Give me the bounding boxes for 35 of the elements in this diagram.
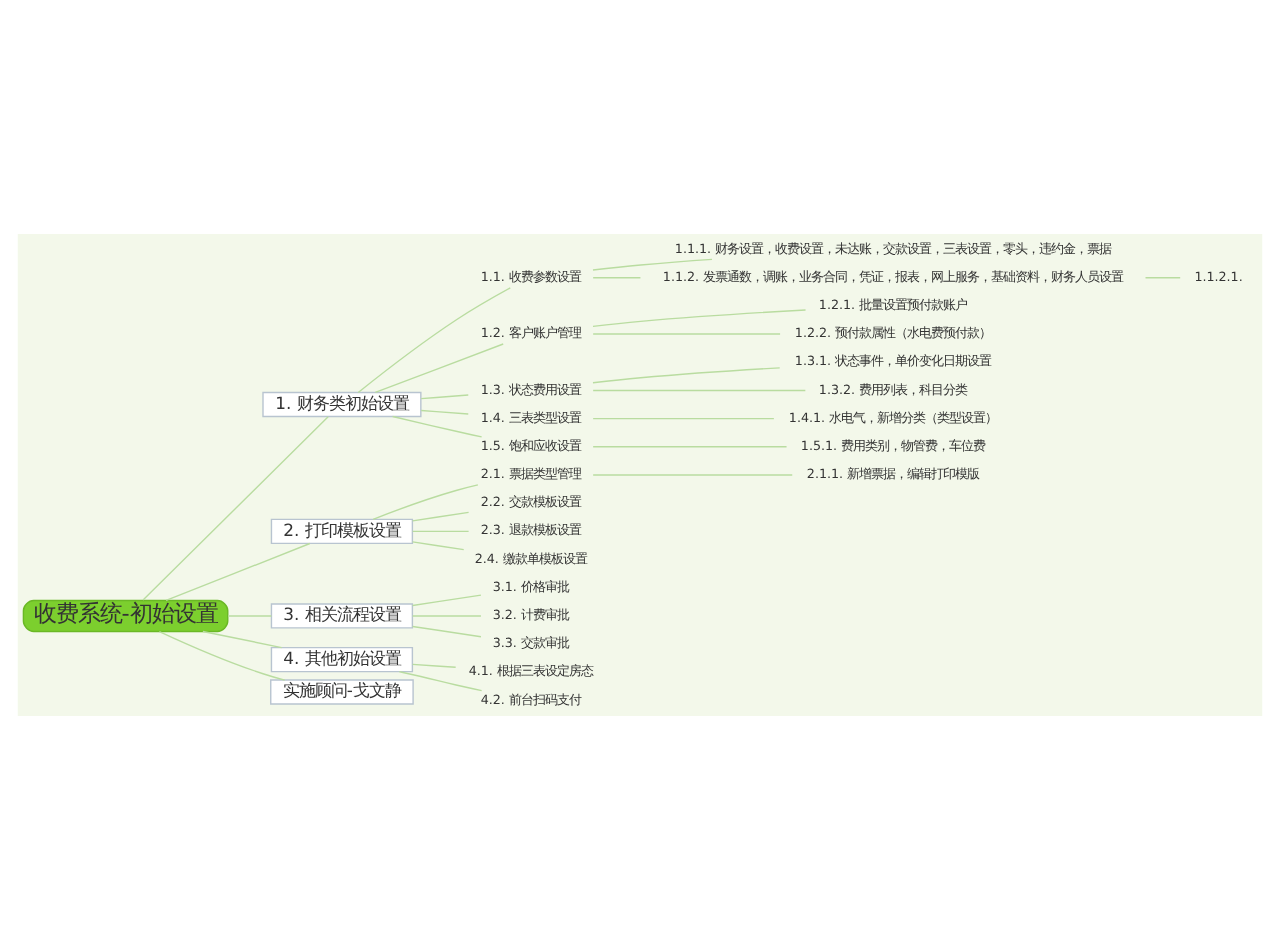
node-box: 2. 打印模板设置 [270,517,414,544]
connector [592,276,642,278]
node-box: 4. 其他初始设置 [270,645,414,672]
connector [420,408,469,414]
connector [420,393,469,399]
node-box: 实施顾问-戈文静 [270,678,414,704]
connector [411,593,482,606]
node-box: 1. 财务类初始设置 [262,390,422,417]
connector [411,662,457,667]
connector [411,510,470,521]
connector [592,388,807,391]
node-box: 收费系统-初始设置 [22,598,229,632]
connector [411,624,482,637]
connector [202,629,283,648]
connector [398,669,483,691]
connector [357,286,511,393]
connector [1144,276,1181,278]
connector [374,342,504,393]
connector [592,473,793,475]
connector [411,540,465,550]
connector [165,541,311,601]
connector [592,257,713,270]
connector [411,529,470,532]
connector [158,629,286,680]
connector [592,332,781,334]
connector [142,415,329,600]
connector [592,416,775,419]
connector [592,308,807,327]
connector [411,614,482,616]
connector [592,445,788,447]
node-box: 3. 相关流程设置 [270,602,414,628]
connector [391,414,483,437]
connector [227,614,273,616]
connector [372,483,479,519]
connector [592,366,781,383]
